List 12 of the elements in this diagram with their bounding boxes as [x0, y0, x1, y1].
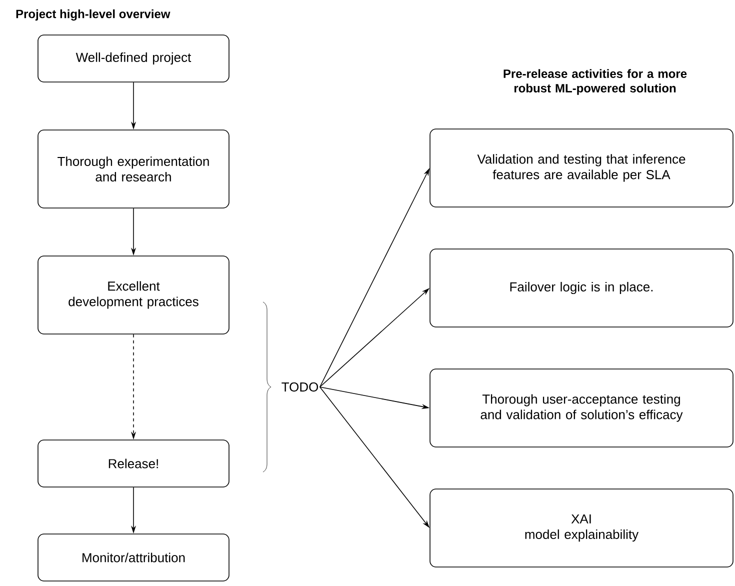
- process-box: Monitor/attribution: [38, 534, 230, 582]
- process-box: Release!: [38, 440, 230, 488]
- process-box: Failover logic is in place.: [430, 248, 734, 328]
- node-text: TODO: [282, 382, 318, 392]
- diagram-title: Project high-level overview: [16, 9, 170, 21]
- process-box: Validation and testing that inference features are available per SLA: [430, 128, 734, 208]
- section-heading: Pre-release activities for a more robust ML-powered solution: [504, 69, 687, 95]
- process-box: Excellent development practices: [38, 256, 230, 334]
- process-box: Thorough user-acceptance testing and validation of solution’s efficacy: [430, 368, 734, 448]
- process-box: XAI model explainability: [430, 488, 734, 568]
- process-box: Thorough experimentation and research: [38, 130, 230, 208]
- process-box: Well-defined project: [38, 34, 230, 82]
